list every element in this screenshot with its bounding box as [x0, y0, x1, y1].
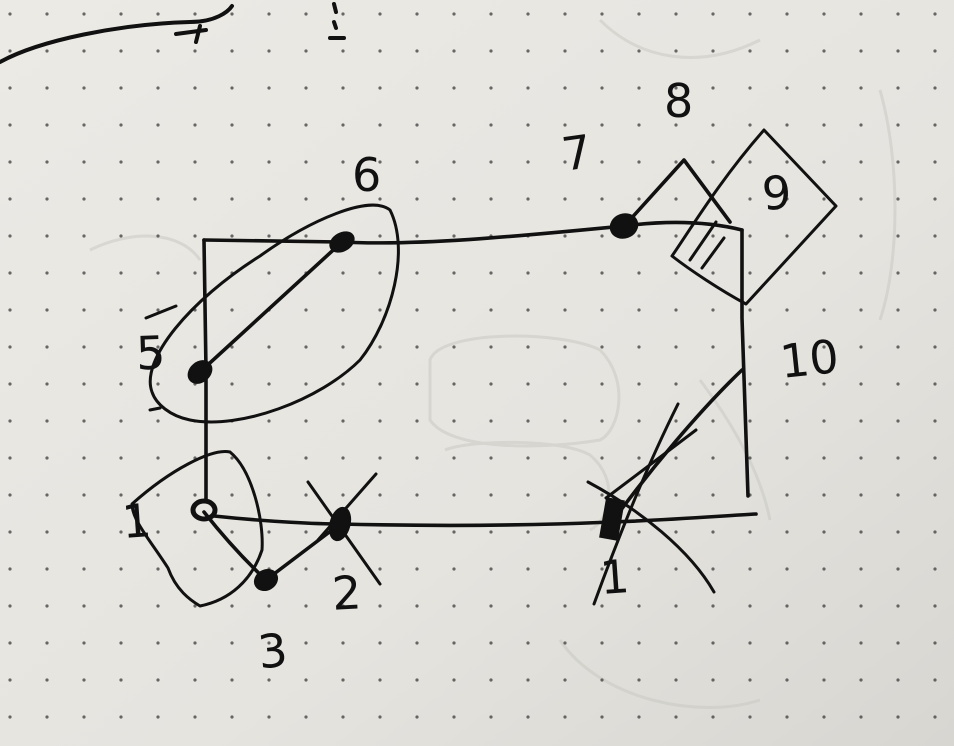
node-label-10: 10	[777, 329, 842, 389]
node-label-1: 1	[120, 493, 154, 549]
annotation-loops	[130, 128, 838, 608]
node-1	[190, 498, 218, 522]
node-label-8: 8	[664, 74, 694, 128]
graph-edges	[198, 158, 758, 582]
edge-5-6	[198, 240, 344, 374]
edge-top	[202, 224, 626, 245]
edge-right	[740, 228, 750, 498]
node-label-1-bottom-right: 1	[598, 549, 632, 605]
top-scribble	[0, 2, 346, 64]
loop-9	[670, 128, 838, 306]
edge-7-9	[622, 220, 744, 232]
node-2	[328, 506, 352, 542]
node-label-2: 2	[330, 565, 363, 621]
node-11	[599, 497, 625, 541]
node-label-7: 7	[558, 124, 595, 182]
node-label-6: 6	[352, 148, 382, 202]
loop-5-6	[148, 203, 400, 424]
edge-10-11	[610, 368, 744, 524]
graph-nodes	[187, 213, 639, 592]
node-label-3: 3	[255, 622, 291, 680]
node-7	[609, 213, 639, 239]
edge-bottom	[212, 512, 758, 528]
node-6	[329, 231, 355, 253]
loop-1-3	[130, 450, 264, 608]
edge-3-2	[264, 522, 342, 582]
node-5	[187, 360, 213, 384]
node-label-5: 5	[135, 325, 167, 381]
edge-7-8	[626, 158, 732, 224]
node-label-9: 9	[760, 165, 794, 221]
node-3	[253, 568, 279, 592]
